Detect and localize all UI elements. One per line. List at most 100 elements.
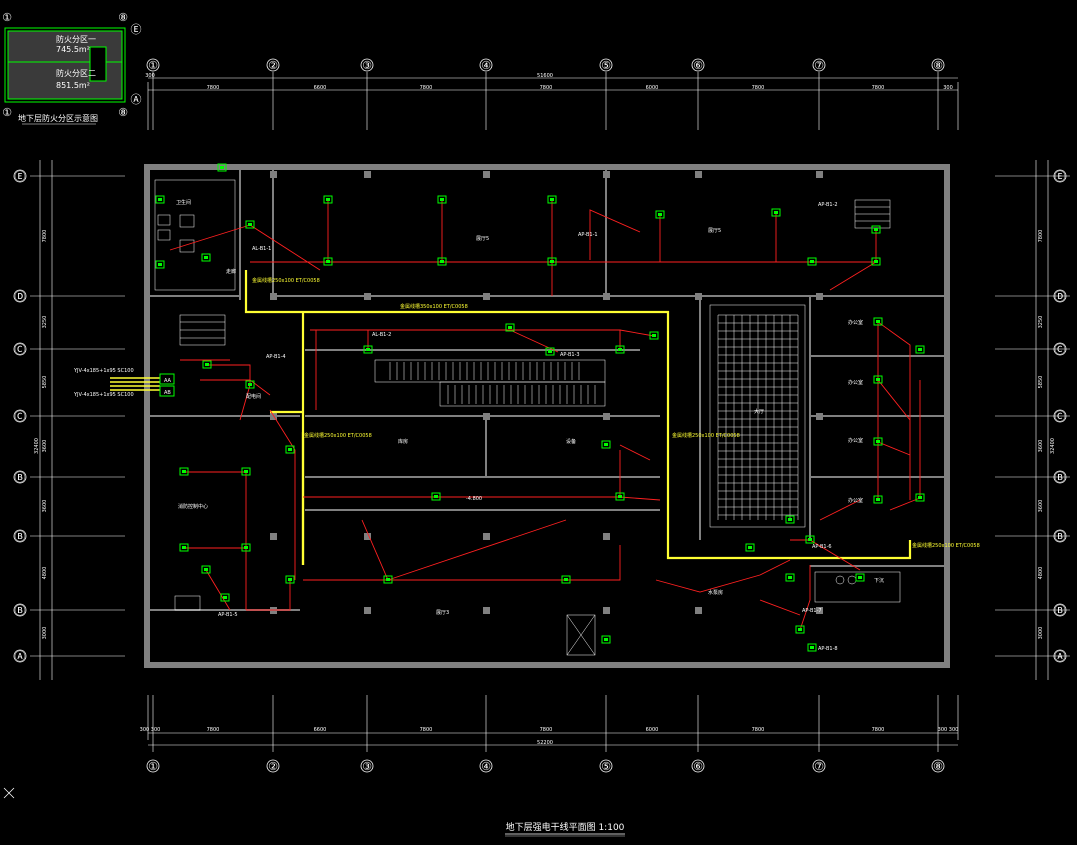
left-total-dim: 32400 bbox=[34, 438, 40, 454]
device-box-21 bbox=[245, 380, 255, 389]
right-total-dim: 32400 bbox=[1050, 438, 1056, 454]
elevator-grid bbox=[709, 304, 806, 528]
top-axis-2: ② bbox=[268, 59, 278, 72]
device-core-47 bbox=[810, 646, 814, 649]
device-box-31 bbox=[615, 492, 625, 501]
device-box-15 bbox=[363, 345, 373, 354]
device-box-16 bbox=[505, 323, 515, 332]
device-core-2 bbox=[550, 198, 554, 201]
panel-ap8: AP-B1-8 bbox=[818, 646, 838, 652]
panel-ap6: AP-B1-6 bbox=[812, 544, 832, 550]
bottom-dim-5: 6000 bbox=[646, 727, 659, 733]
device-core-49 bbox=[810, 260, 814, 263]
right-dim-2: 3250 bbox=[1038, 316, 1044, 329]
stair-ne bbox=[854, 199, 891, 229]
room-office-2: 办公室 bbox=[848, 379, 863, 386]
trunk-label-2: 金属线槽350x100 ET/C0058 bbox=[400, 303, 468, 310]
device-core-17 bbox=[618, 348, 622, 351]
top-dim-1: 7800 bbox=[207, 85, 220, 91]
device-box-47 bbox=[807, 643, 817, 652]
right-axis-8: Ⓐ bbox=[1055, 650, 1066, 663]
top-axis-7: ⑦ bbox=[814, 59, 824, 72]
bottom-axis-1: ① bbox=[148, 760, 158, 773]
panel-al2: AL-B1-2 bbox=[372, 332, 391, 338]
device-core-44 bbox=[858, 576, 862, 579]
device-core-18 bbox=[652, 334, 656, 337]
bottom-axis-2: ② bbox=[268, 760, 278, 773]
incoming-label-2: YJV-4x185+1x95 SC100 bbox=[73, 392, 134, 398]
bottom-dim-1: 7800 bbox=[207, 727, 220, 733]
device-core-4 bbox=[440, 260, 444, 263]
top-axis-8: ⑧ bbox=[933, 59, 943, 72]
device-core-23 bbox=[244, 470, 248, 473]
device-box-22 bbox=[179, 467, 189, 476]
left-dim-4: 3600 bbox=[42, 440, 48, 453]
level-mark: -4.800 bbox=[466, 496, 482, 502]
device-core-25 bbox=[244, 546, 248, 549]
top-axis-1: ① bbox=[148, 59, 158, 72]
panel-ap7: AP-B1-7 bbox=[802, 608, 822, 614]
left-dim-2: 3250 bbox=[42, 316, 48, 329]
device-core-22 bbox=[182, 470, 186, 473]
device-box-26 bbox=[201, 565, 211, 574]
device-box-3 bbox=[323, 257, 333, 266]
bottom-dimension-chain bbox=[147, 695, 959, 752]
device-core-30 bbox=[434, 495, 438, 498]
device-box-43 bbox=[805, 535, 815, 544]
trunk-labels: 金属线槽250x100 ET/C0058 金属线槽350x100 ET/C005… bbox=[252, 277, 980, 549]
device-core-12 bbox=[204, 256, 208, 259]
key-axis-e: Ⓔ bbox=[131, 23, 142, 36]
bottom-dim-8: 300 300 bbox=[938, 727, 959, 733]
top-total-dim: 51600 bbox=[537, 73, 553, 79]
bottom-dim-0: 300 300 bbox=[140, 727, 161, 733]
panel-ap5: AP-B1-5 bbox=[218, 612, 238, 618]
room-labels: 展厅5 展厅5 办公室 办公室 办公室 办公室 库房 设备 展厅3 消防控制中心… bbox=[176, 199, 884, 616]
device-core-28 bbox=[288, 578, 292, 581]
panel-ap4: AP-B1-4 bbox=[266, 354, 286, 360]
stair-nw bbox=[179, 314, 226, 346]
device-box-41 bbox=[745, 543, 755, 552]
room-hall-3: 展厅3 bbox=[436, 610, 449, 616]
left-axis-7: Ⓑ bbox=[15, 604, 26, 617]
left-dim-3: 5850 bbox=[42, 376, 48, 389]
ucs-icon bbox=[3, 787, 15, 799]
drawing-title-block: 地下层强电干线平面图 1:100 bbox=[505, 821, 625, 837]
top-dim-5: 6000 bbox=[646, 85, 659, 91]
trunk-label-1: 金属线槽250x100 ET/C0058 bbox=[252, 277, 320, 284]
device-core-48 bbox=[604, 638, 608, 641]
device-core-19 bbox=[548, 350, 552, 353]
device-box-7 bbox=[771, 208, 781, 217]
device-box-42 bbox=[785, 515, 795, 524]
device-core-15 bbox=[366, 348, 370, 351]
top-axes: ① ② ③ ④ ⑤ ⑥ ⑦ ⑧ 51600 300 7800 6600 7800… bbox=[145, 58, 953, 91]
room-hall-5: 展厅5 bbox=[476, 236, 489, 242]
device-box-35 bbox=[873, 317, 883, 326]
device-core-33 bbox=[386, 578, 390, 581]
left-axis-6: Ⓑ bbox=[15, 530, 26, 543]
key-axis-br: ⑧ bbox=[118, 106, 128, 119]
drawing-title: 地下层强电干线平面图 1:100 bbox=[506, 821, 625, 833]
device-box-34 bbox=[561, 575, 571, 584]
room-equipment: 设备 bbox=[566, 438, 576, 445]
device-box-44 bbox=[855, 573, 865, 582]
bottom-dim-6: 7800 bbox=[752, 727, 765, 733]
left-axis-2: Ⓓ bbox=[15, 290, 26, 303]
device-box-19 bbox=[545, 347, 555, 356]
top-axis-3: ③ bbox=[362, 59, 372, 72]
device-core-36 bbox=[876, 378, 880, 381]
right-dimension-chain bbox=[995, 160, 1070, 680]
bottom-axes: ① ② ③ ④ ⑤ ⑥ ⑦ ⑧ 300 300 7800 6600 7800 7… bbox=[140, 727, 959, 773]
room-electric: 配电间 bbox=[246, 393, 261, 400]
device-box-48 bbox=[601, 635, 611, 644]
top-dim-8: 300 bbox=[943, 85, 953, 91]
bottom-dim-2: 6600 bbox=[314, 727, 327, 733]
top-dim-2: 6600 bbox=[314, 85, 327, 91]
switchgear-aa bbox=[159, 373, 175, 385]
left-axis-3: Ⓒ bbox=[15, 343, 26, 356]
bottom-total-dim: 52200 bbox=[537, 740, 553, 746]
device-core-21 bbox=[248, 383, 252, 386]
device-box-0 bbox=[323, 195, 333, 204]
switchgear-ab-label: AB bbox=[164, 390, 171, 396]
left-dim-6: 4800 bbox=[42, 567, 48, 580]
room-public-toilet: 卫生间 bbox=[176, 199, 191, 206]
